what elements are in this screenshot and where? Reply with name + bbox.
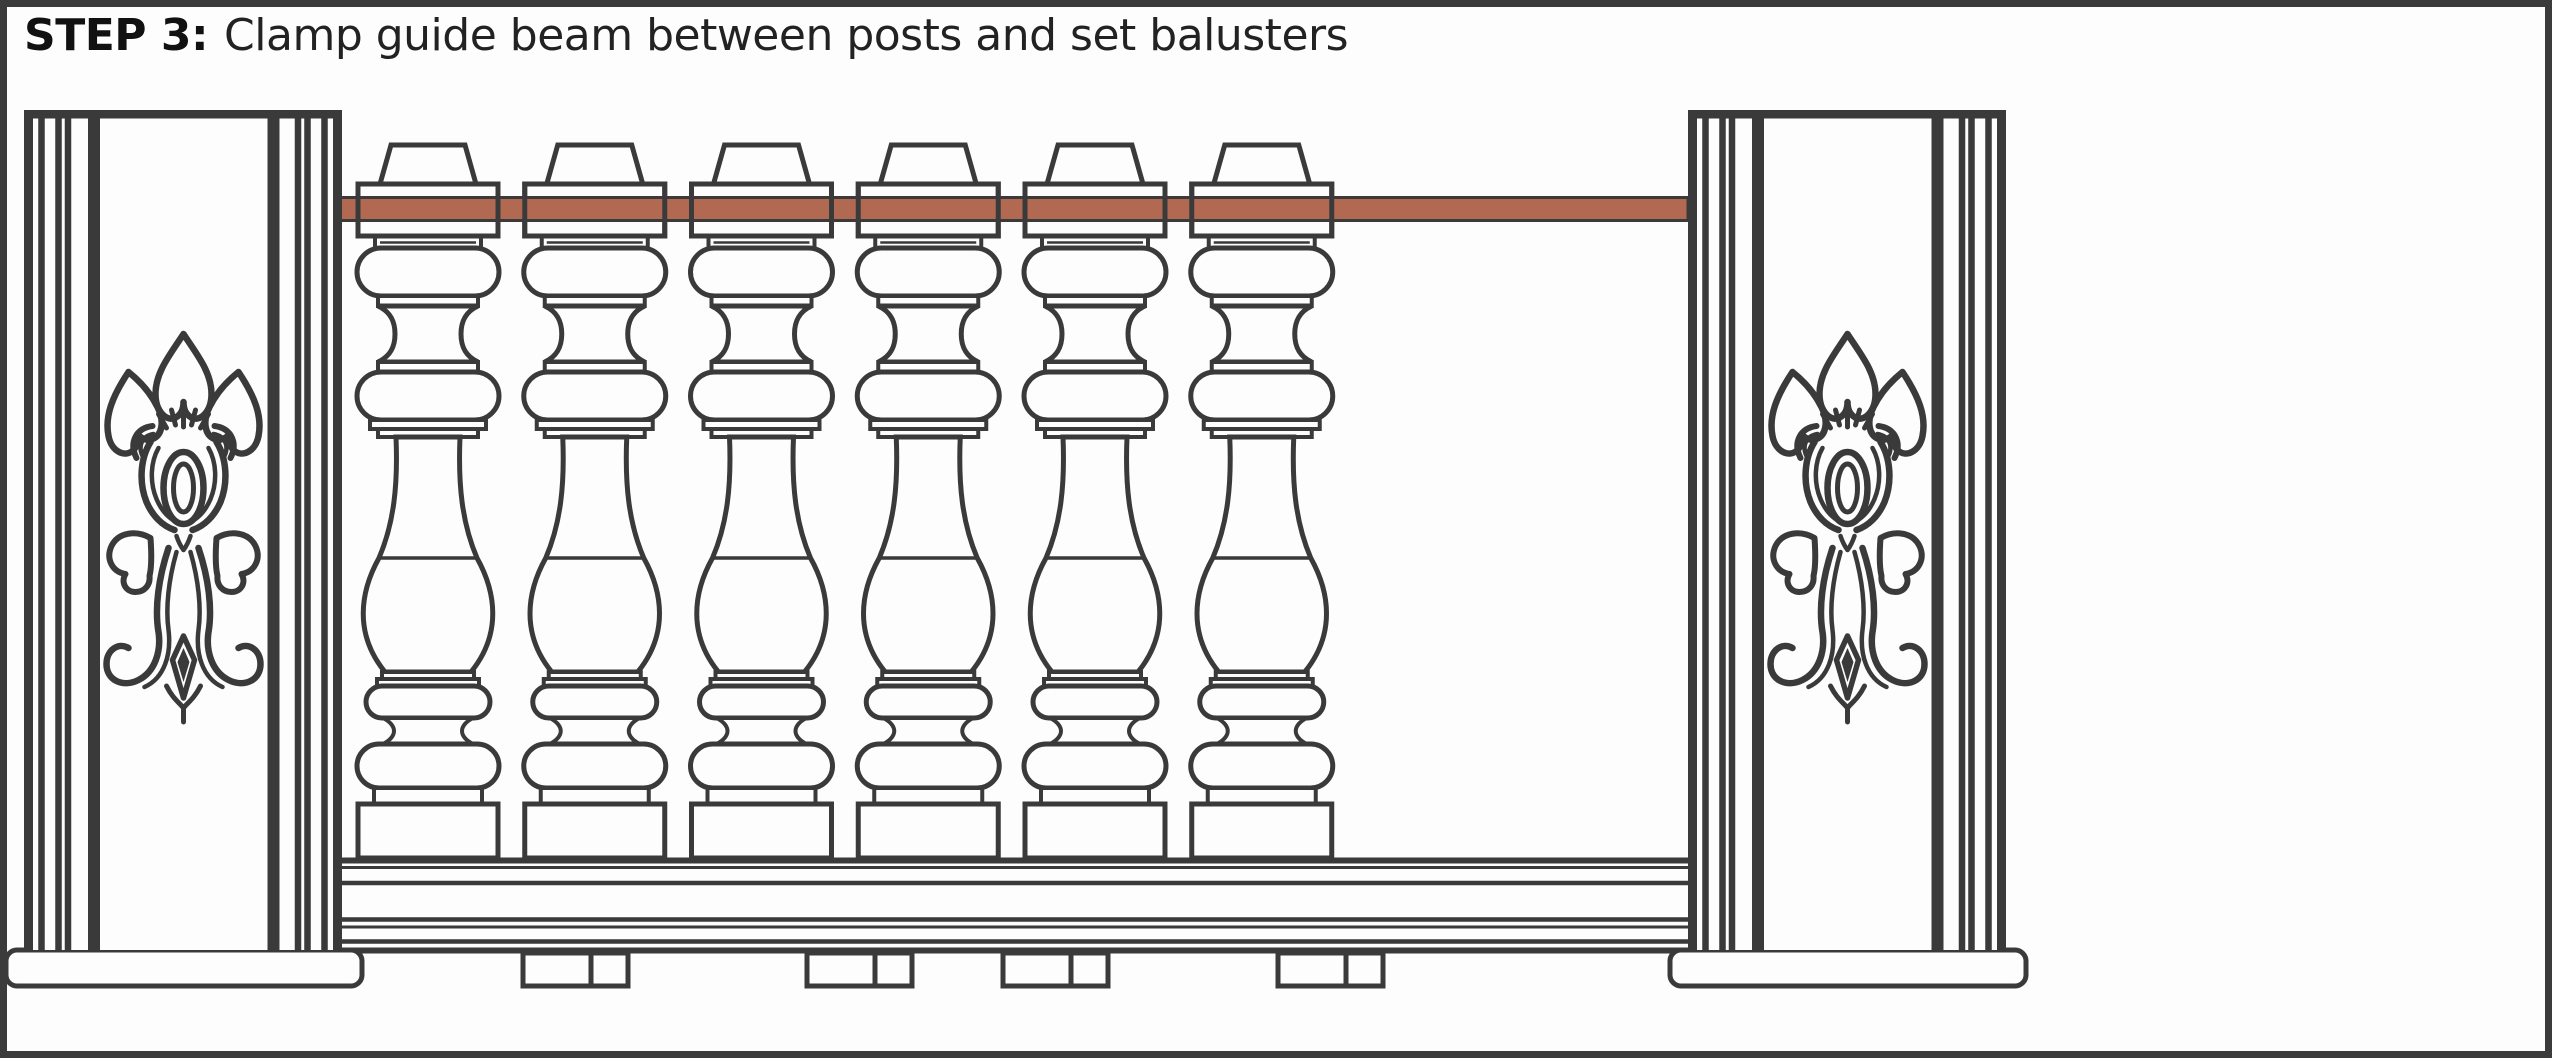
step-label: STEP 3: [24, 10, 209, 61]
step-title: STEP 3: Clamp guide beam between posts an… [24, 10, 1349, 61]
foot-block-pair [1278, 953, 1383, 986]
right-post [1670, 110, 2026, 986]
foot-block-pair [1003, 953, 1108, 986]
foot-block-pair [523, 953, 628, 986]
step-instruction: Clamp guide beam between posts and set b… [224, 10, 1349, 61]
left-post [6, 110, 362, 986]
baluster-cap-outlines [355, 181, 1335, 239]
foot-block-pair [807, 953, 912, 986]
bottom-rail [339, 857, 1688, 954]
guide-beam [337, 196, 1690, 222]
